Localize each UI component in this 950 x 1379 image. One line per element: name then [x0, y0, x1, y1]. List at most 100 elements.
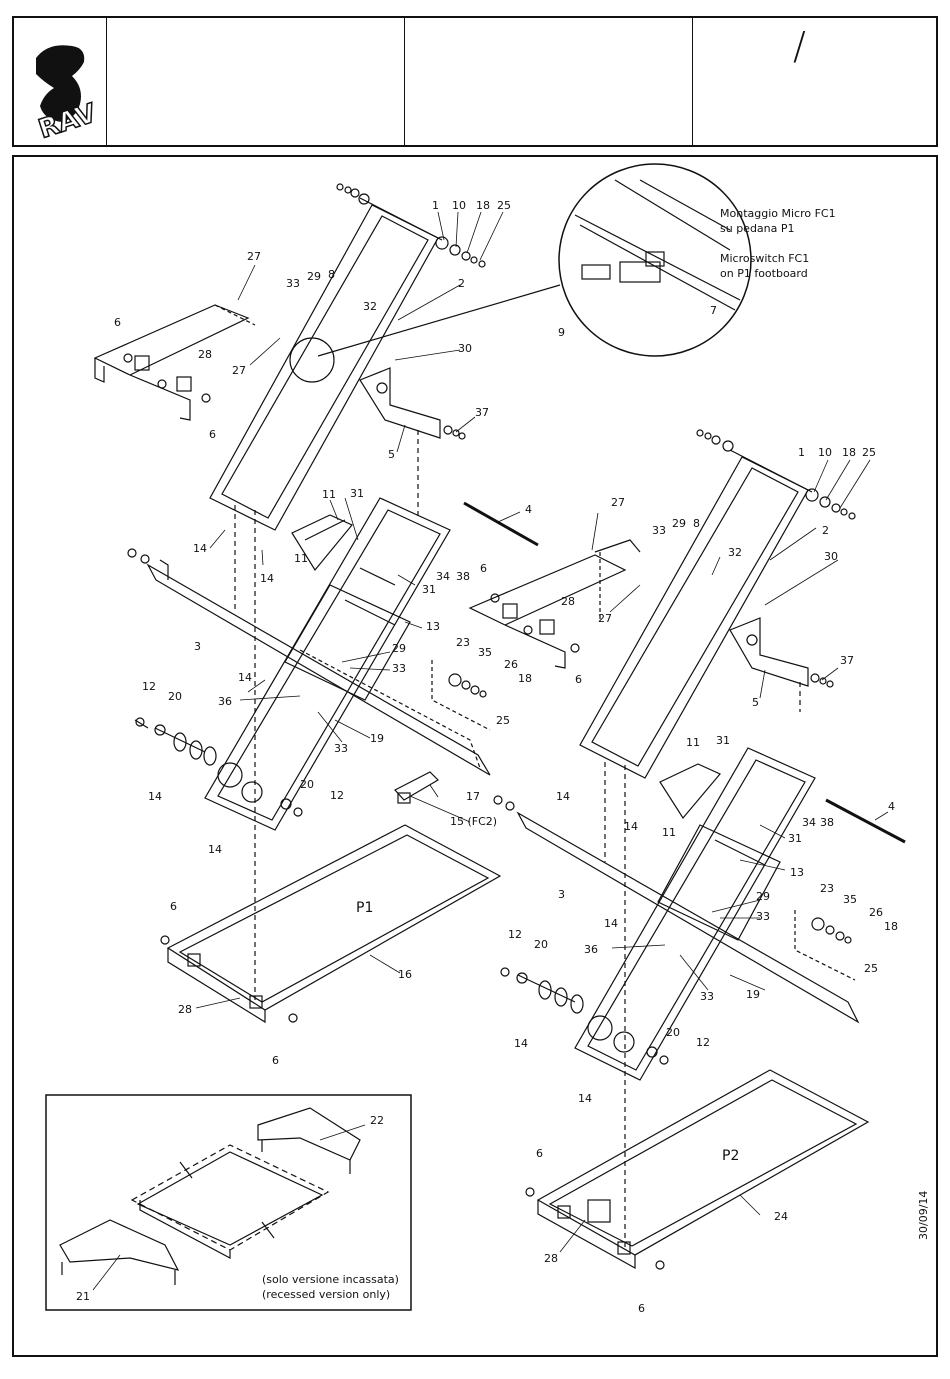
right-hardware-group — [794, 910, 856, 981]
callout-4: 4 — [525, 503, 532, 516]
callout-36b: 36 — [584, 943, 598, 956]
callout-2: 2 — [458, 277, 465, 290]
callout-8: 8 — [328, 268, 335, 281]
callout-3: 3 — [194, 640, 201, 653]
callout-27: 27 — [247, 250, 261, 263]
callout-11: 11 — [322, 488, 336, 501]
callout-33f: 33 — [700, 990, 714, 1003]
left-arm-5 — [359, 367, 466, 440]
header-cell-1 — [106, 18, 404, 145]
right-cross-tube — [493, 795, 860, 1024]
drawing-frame — [12, 155, 938, 1357]
callout-25: 25 — [497, 199, 511, 212]
right-lower-frame — [574, 747, 816, 1081]
callout-34b: 34 — [802, 816, 816, 829]
callout-17: 17 — [466, 790, 480, 803]
callout-34: 34 — [436, 570, 450, 583]
callout-28c: 28 — [561, 595, 575, 608]
callout-14j: 14 — [578, 1092, 592, 1105]
left-top-pin — [336, 183, 486, 268]
inset-box — [45, 1094, 412, 1311]
callout-35: 35 — [478, 646, 492, 659]
callout-6e: 6 — [480, 562, 487, 575]
callout-25c: 25 — [862, 446, 876, 459]
callout-25d: 25 — [864, 962, 878, 975]
header-cell-2 — [404, 18, 692, 145]
right-base-bracket-plate — [594, 539, 641, 620]
middle-base-bracket — [468, 554, 627, 669]
label-p1: P1 — [356, 900, 373, 916]
left-rollers — [134, 717, 303, 817]
left-upper-arm — [209, 197, 443, 531]
callout-7: 7 — [710, 304, 717, 317]
callout-32b: 32 — [728, 546, 742, 559]
callout-27d: 27 — [598, 612, 612, 625]
header-cell-3: / — [692, 18, 938, 145]
callout-33c: 33 — [334, 742, 348, 755]
callout-19b: 19 — [746, 988, 760, 1001]
callout-14c: 14 — [238, 671, 252, 684]
callout-12d: 12 — [696, 1036, 710, 1049]
callout-31d: 31 — [788, 832, 802, 845]
callout-26b: 26 — [869, 906, 883, 919]
rav-logo: RAV — [34, 45, 101, 146]
callout-27b: 27 — [232, 364, 246, 377]
callout-23b: 23 — [820, 882, 834, 895]
callout-33e: 33 — [756, 910, 770, 923]
callout-29d: 29 — [756, 890, 770, 903]
callout-12b: 12 — [330, 789, 344, 802]
logo-cell: RAV — [14, 18, 106, 146]
callout-14h: 14 — [604, 917, 618, 930]
callout-26: 26 — [504, 658, 518, 671]
detail-circle — [289, 163, 752, 383]
left-lower-frame — [204, 497, 451, 831]
callout-28: 28 — [198, 348, 212, 361]
detail-note-it-2: su pedana P1 — [720, 222, 795, 235]
callout-14g: 14 — [624, 820, 638, 833]
callout-22: 22 — [370, 1114, 384, 1127]
platform-p2 — [525, 1069, 870, 1270]
callout-35b: 35 — [843, 893, 857, 906]
callout-3b: 3 — [558, 888, 565, 901]
callout-6b: 6 — [209, 428, 216, 441]
callout-14b: 14 — [260, 572, 274, 585]
platform-p1 — [160, 824, 502, 1024]
left-plate-11 — [291, 514, 353, 572]
callout-21: 21 — [76, 1290, 90, 1303]
inset-note-it: (solo versione incassata) — [262, 1273, 399, 1286]
date-stamp: 30/09/14 — [917, 1190, 930, 1240]
callout-11b: 11 — [294, 552, 308, 565]
callout-24: 24 — [774, 1210, 788, 1223]
callout-14i: 14 — [514, 1037, 528, 1050]
callout-31b: 31 — [422, 583, 436, 596]
right-arm-5 — [729, 617, 834, 688]
callout-14f: 14 — [556, 790, 570, 803]
callout-32: 32 — [363, 300, 377, 313]
label-p2: P2 — [722, 1148, 739, 1164]
callout-20b: 20 — [300, 778, 314, 791]
detail-note-en-1: Microswitch FC1 — [720, 252, 809, 265]
detail-note-it-1: Montaggio Micro FC1 — [720, 207, 836, 220]
callout-29c: 29 — [672, 517, 686, 530]
callout-6f: 6 — [575, 673, 582, 686]
callout-12c: 12 — [508, 928, 522, 941]
callout-6d: 6 — [272, 1054, 279, 1067]
callout-2b: 2 — [822, 524, 829, 537]
callout-28d: 28 — [544, 1252, 558, 1265]
callout-28b: 28 — [178, 1003, 192, 1016]
left-hardware-group — [431, 660, 491, 731]
callout-14: 14 — [193, 542, 207, 555]
title-block: RAV / — [12, 16, 938, 147]
callout-18: 18 — [476, 199, 490, 212]
callout-18d: 18 — [884, 920, 898, 933]
left-cross-tube — [127, 548, 491, 776]
callout-14e: 14 — [208, 843, 222, 856]
callout-27c: 27 — [611, 496, 625, 509]
callout-6c: 6 — [170, 900, 177, 913]
callout-11c: 11 — [686, 736, 700, 749]
callout-8b: 8 — [693, 517, 700, 530]
callout-14d: 14 — [148, 790, 162, 803]
callout-19: 19 — [370, 732, 384, 745]
callout-9: 9 — [558, 326, 565, 339]
callout-18b: 18 — [518, 672, 532, 685]
